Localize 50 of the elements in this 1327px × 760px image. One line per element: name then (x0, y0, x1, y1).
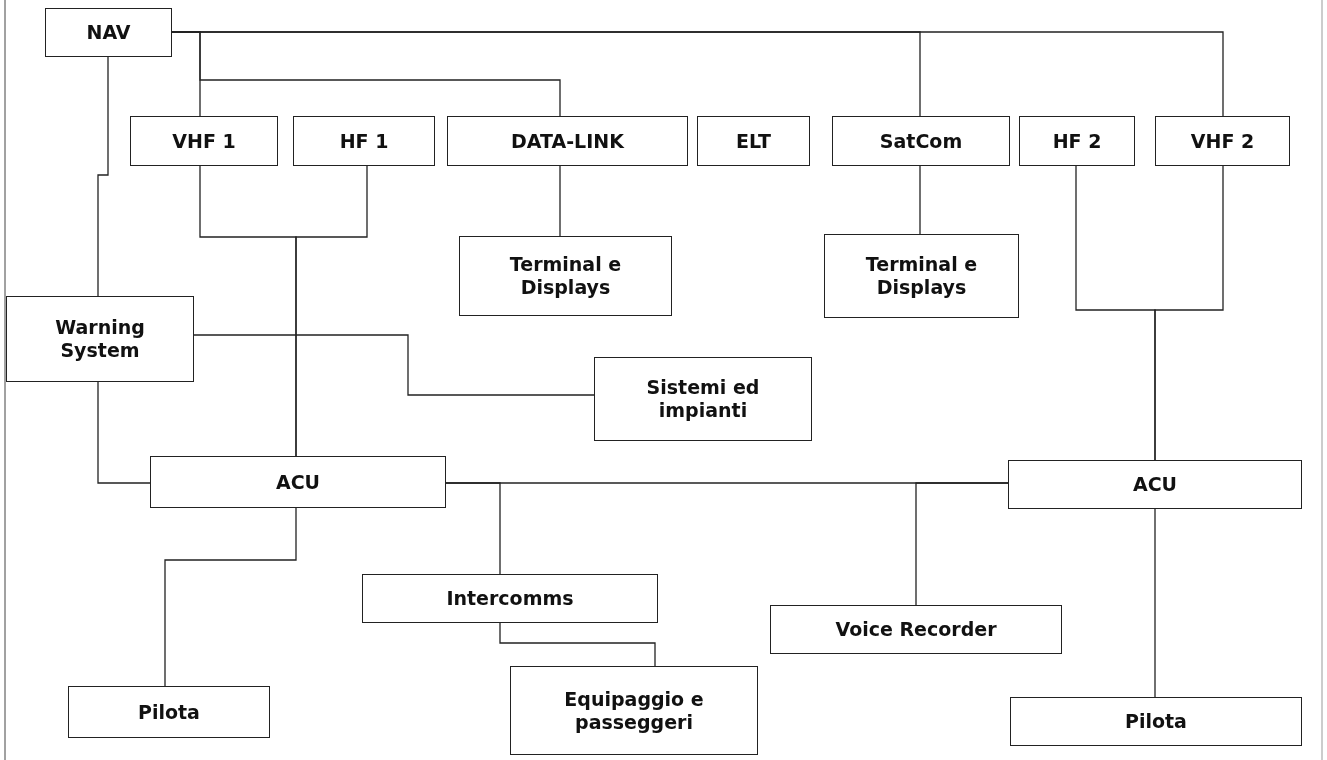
system-box (293, 116, 435, 166)
box-label: HF 2 (1052, 129, 1102, 153)
box-label: Pilota (138, 700, 200, 724)
box-label: Sistemi ed impianti (645, 376, 761, 422)
connector-line (97, 56, 109, 297)
box-label: Intercomms (446, 587, 574, 610)
system-box (130, 116, 278, 166)
system-box (594, 357, 812, 441)
connector-line (193, 334, 595, 396)
box-label: Voice Recorder (835, 618, 997, 641)
system-box (150, 456, 446, 508)
box-label: Terminal e Displays (508, 253, 623, 299)
system-box (1155, 116, 1290, 166)
system-box (45, 8, 172, 57)
system-box (770, 605, 1062, 654)
system-box (362, 574, 658, 623)
system-box (68, 686, 270, 738)
connector-line (97, 381, 151, 484)
box-label: Equipaggio e passeggeri (563, 687, 705, 734)
box-label: VHF 2 (1190, 129, 1255, 153)
system-box (510, 666, 758, 755)
box-label: DATA-LINK (511, 129, 624, 153)
connector-line (1154, 165, 1224, 461)
system-box (697, 116, 810, 166)
connector-line (559, 165, 561, 237)
system-box (1008, 460, 1302, 509)
connector-line (915, 482, 1009, 606)
box-label: ELT (736, 129, 771, 153)
box-label: ACU (275, 470, 321, 494)
connector-line (445, 482, 501, 575)
box-label: ACU (1132, 473, 1178, 496)
connector-line (919, 165, 921, 235)
connector-line (499, 622, 656, 667)
box-label: HF 1 (339, 129, 389, 153)
system-box (447, 116, 688, 166)
box-label: Terminal e Displays (864, 253, 979, 299)
system-box (459, 236, 672, 316)
box-label: NAV (86, 21, 131, 44)
connector-line (164, 507, 297, 687)
system-box (824, 234, 1019, 318)
system-box (6, 296, 194, 382)
box-label: Pilota (1125, 710, 1187, 733)
connector-line (295, 165, 368, 457)
box-label: VHF 1 (172, 129, 236, 153)
system-box (1019, 116, 1135, 166)
system-box (832, 116, 1010, 166)
system-box (1010, 697, 1302, 746)
box-label: Warning System (54, 316, 146, 362)
connector-line (1154, 508, 1156, 698)
box-label: SatCom (879, 129, 963, 153)
